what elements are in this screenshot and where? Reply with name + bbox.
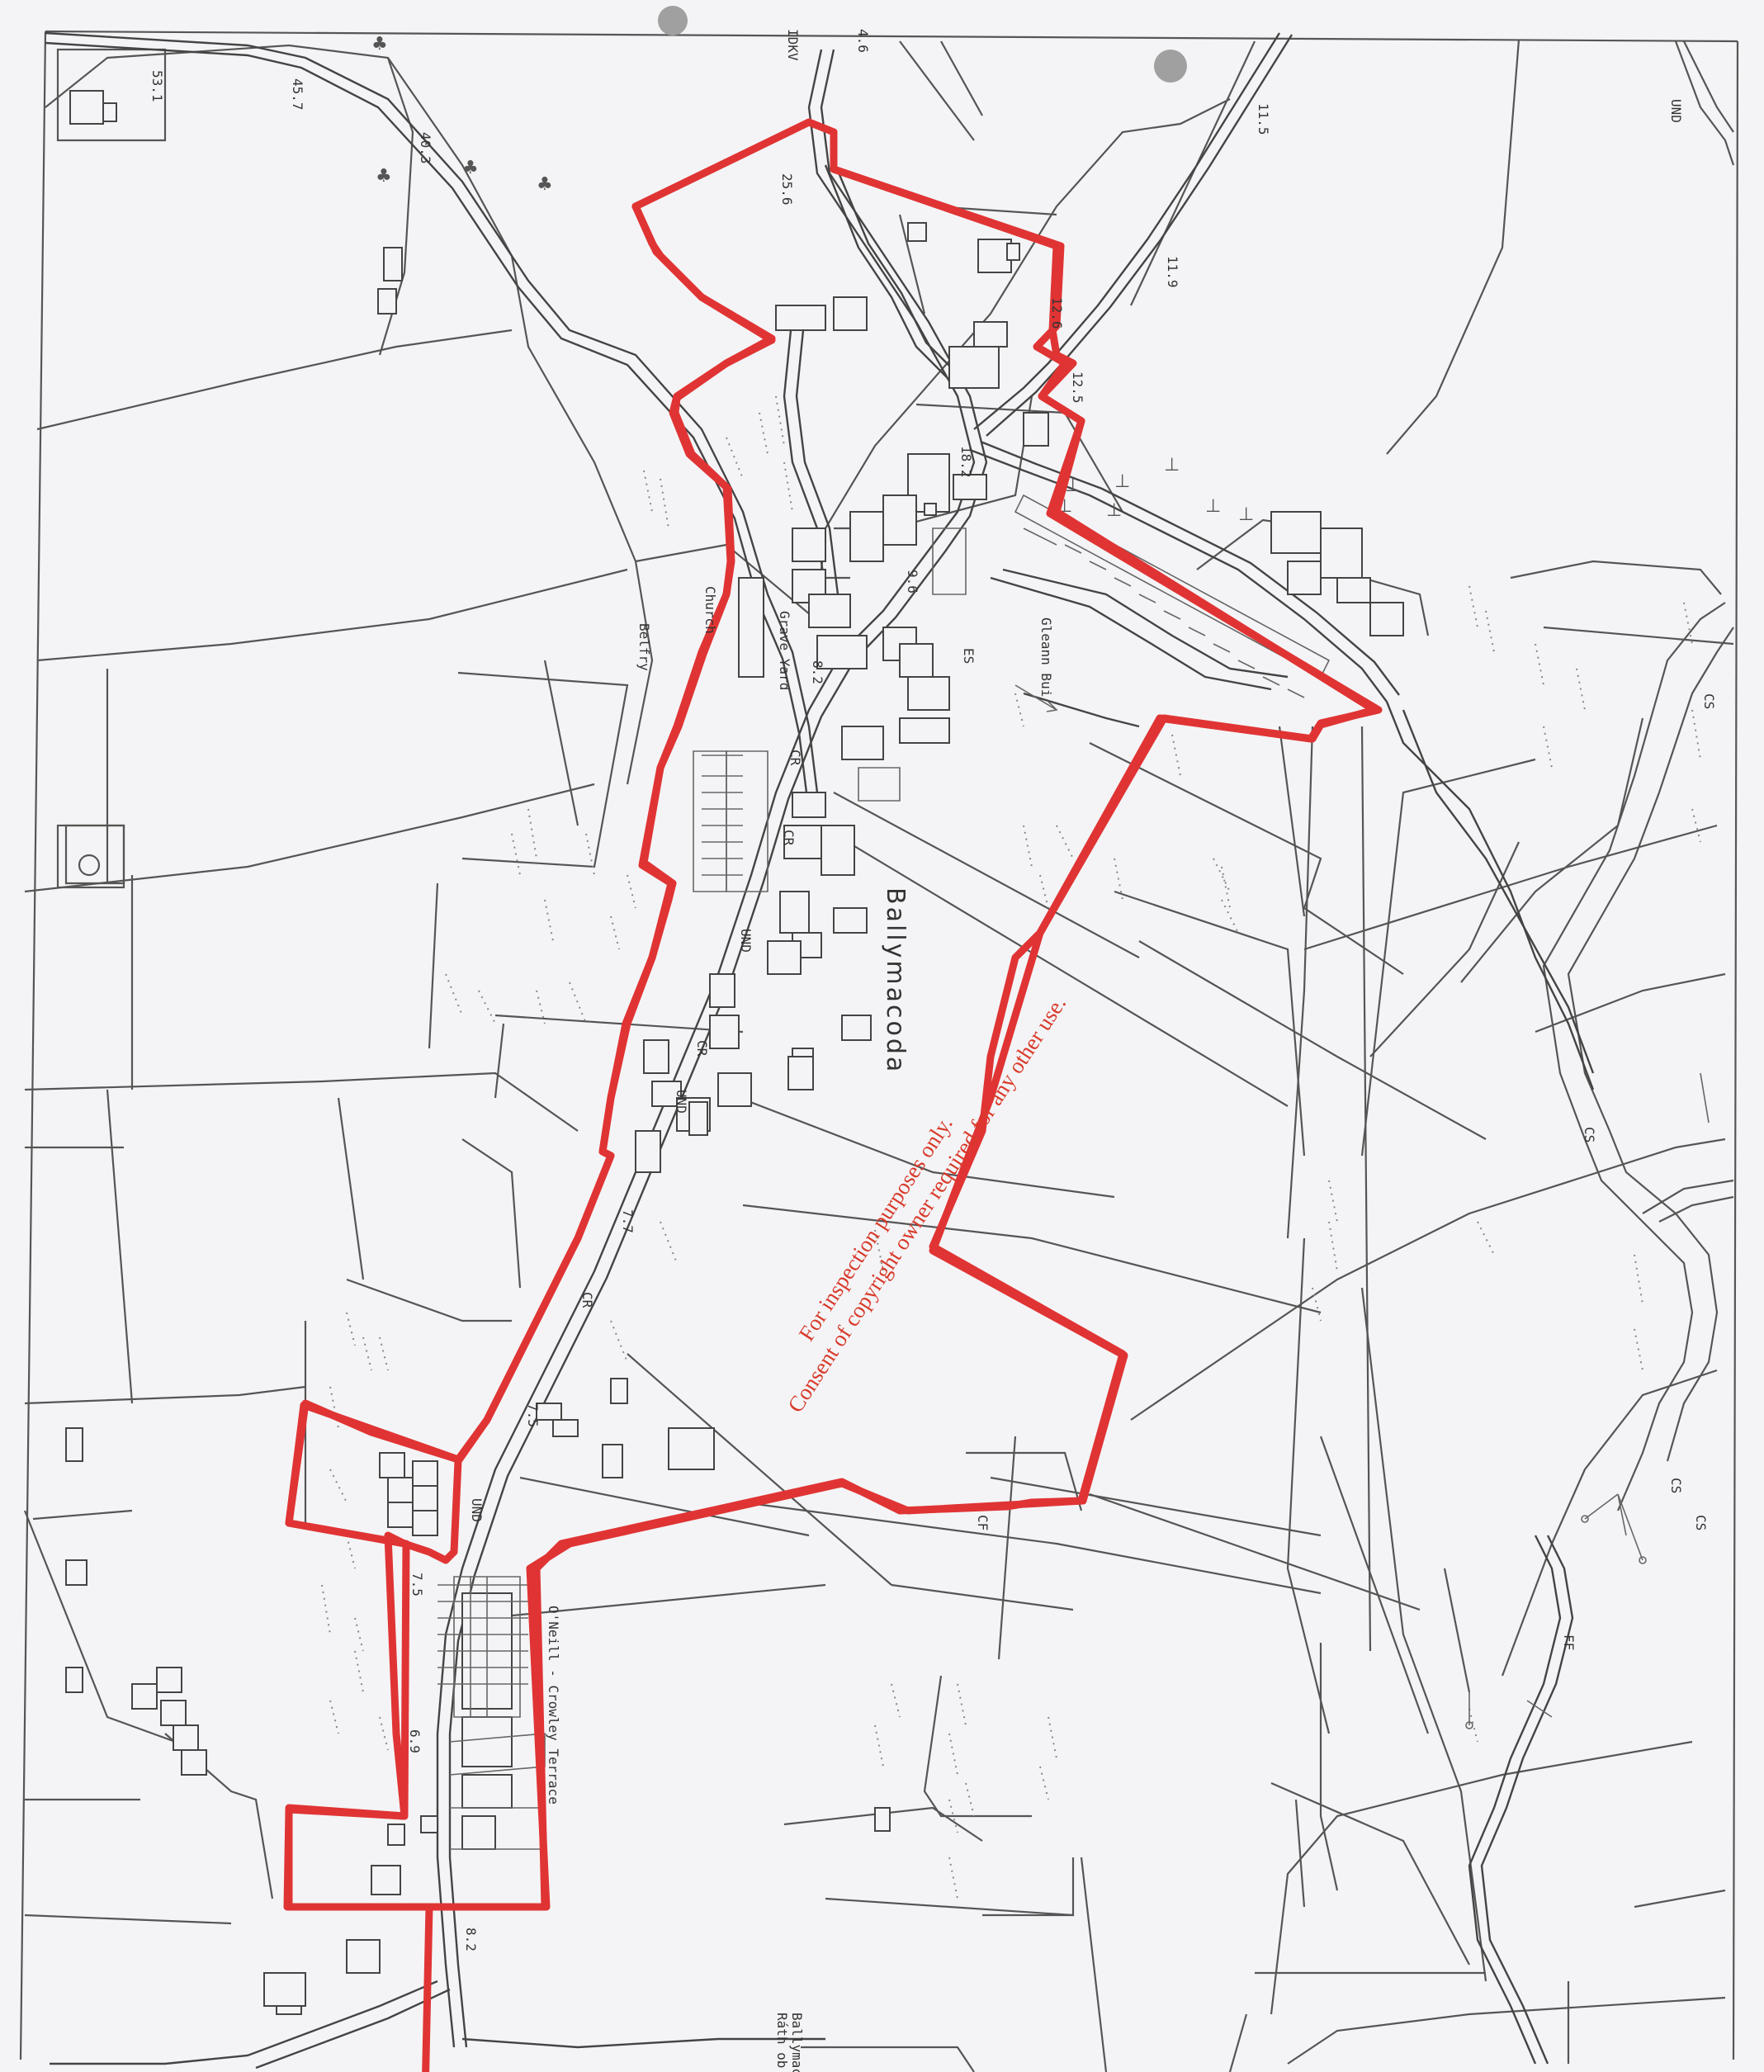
spot-height: 12.6 [1049,297,1065,329]
boundary-code: CS [1582,1127,1597,1142]
buildings [65,90,1404,2015]
map-frame [19,30,1739,2060]
boundary-code: UND [738,929,754,953]
svg-text:⊥: ⊥ [1114,471,1130,492]
boundary-code: UND [469,1498,485,1522]
svg-text:⊥: ⊥ [1238,504,1254,525]
label-bottom-corner-2: Ráth ob [774,2013,790,2068]
svg-text:♣: ♣ [462,158,479,178]
site-boundary-detail [283,118,1383,1911]
spot-height: 6.9 [407,1729,423,1753]
misc-symbols [56,684,1710,1729]
label-terrace: O'Neill - Crowley Terrace [546,1606,561,1805]
boundary-code: CS [1693,1515,1709,1530]
slope-hatching [321,395,1701,1899]
label-belfry: Belfry [636,623,652,671]
label-grave-yard: Grave Yard [777,611,792,690]
spot-height: 25.6 [779,173,795,206]
boundary-code: CR [787,750,803,766]
spot-height: 8.2 [810,660,825,684]
roads [45,31,1595,2070]
svg-text:⊥: ⊥ [1164,455,1180,475]
spot-height: 40.3 [418,132,433,164]
spot-height: 53.1 [149,70,165,102]
boundary-code: IDKV [785,29,801,61]
spot-height: 45.7 [290,78,305,111]
boundary-code: UND [1668,99,1684,123]
spot-height: 7.7 [620,1209,636,1233]
spot-height: 4.6 [855,29,871,53]
label-gleann-bui: Gleann Bui [1038,617,1054,697]
label-church: Church [702,586,718,634]
scan-blot-2 [1154,50,1187,83]
tree-symbols: ♣ ♣ ♣ ♣ ⊥ ⊥ ⊥ ⊥ ⊥ ⊥ ⊥ [371,34,1254,525]
place-label-ballymacoda: Ballymacoda [881,887,910,1074]
boundary-code: CS [1701,693,1717,709]
svg-text:⊥: ⊥ [1106,500,1122,521]
spot-height: 11.9 [1165,256,1180,288]
boundary-code: UND [674,1090,689,1114]
boundary-code: CR [694,1040,710,1057]
spot-height: 18.2 [958,446,974,478]
svg-text:♣: ♣ [376,166,392,187]
boundary-code: CF [975,1515,991,1530]
boundary-code: CR [781,830,797,846]
svg-text:♣: ♣ [537,174,553,195]
spot-height: 7.5 [409,1573,425,1597]
boundary-code: FF [1561,1634,1577,1650]
svg-text:♣: ♣ [371,34,388,54]
terrace-housing [437,494,1331,1850]
boundary-code: CS [1668,1478,1684,1493]
map-labels: Ballymacoda Church Grave Yard Belfry Gle… [149,29,1717,2072]
stream [1542,40,1735,1511]
boundary-code: CR [579,1292,595,1308]
spot-height: 8.2 [463,1928,479,1951]
spot-height: 9.6 [905,570,920,594]
scan-blot-1 [658,6,688,35]
spot-height: 11.5 [1256,103,1271,135]
svg-text:⊥: ⊥ [1205,496,1221,517]
label-bottom-corner: Ballymac [789,2013,805,2072]
boundary-code: ES [961,648,977,664]
spot-height: 12.5 [1070,371,1085,404]
spot-height: 7.5 [525,1403,541,1427]
